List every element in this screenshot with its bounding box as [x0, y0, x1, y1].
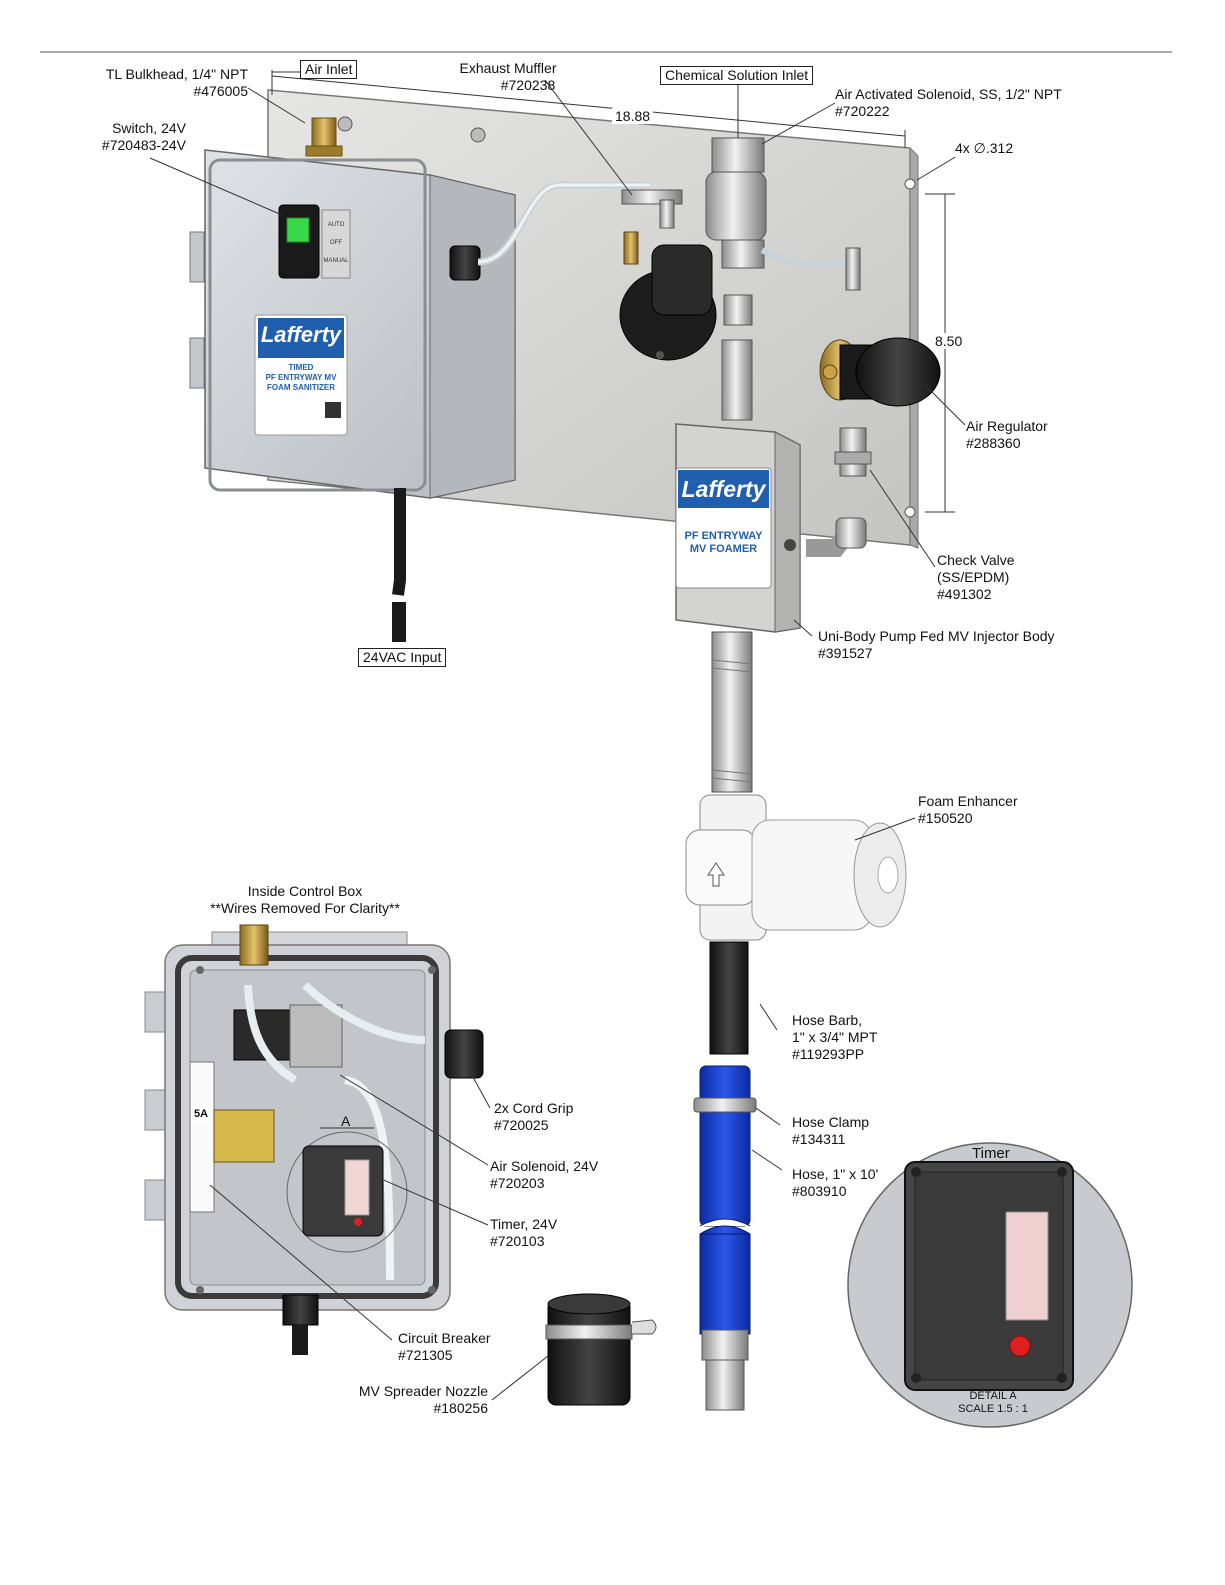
foam-enhancer [685, 794, 907, 941]
label-injector-body: Uni-Body Pump Fed MV Injector Body #3915… [818, 628, 1055, 661]
dimension-holes: 4x ∅.312 [952, 140, 1017, 157]
pipe-nipple [721, 339, 753, 421]
tl-bulkhead-fitting [305, 117, 343, 157]
control-box [189, 149, 516, 642]
label-hose-clamp: Hose Clamp #134311 [792, 1114, 870, 1147]
dimension-height-lines [925, 193, 955, 513]
mounting-hole [470, 127, 486, 143]
injector-product-name: PF ENTRYWAY MV FOAMER [684, 530, 763, 555]
label-chemical-solution-inlet: Chemical Solution Inlet [660, 66, 814, 85]
control-box-brand: Lafferty [260, 322, 342, 347]
spreader-nozzle [545, 1293, 657, 1406]
pipe-nipple-long [711, 631, 753, 793]
label-timer-24v: Timer, 24V #720103 [490, 1216, 558, 1249]
label-exhaust-muffler: Exhaust Muffler #720238 [459, 60, 557, 93]
dimension-width-lines [271, 70, 906, 148]
label-air-regulator: Air Regulator #288360 [966, 418, 1048, 451]
injector-brand: Lafferty [681, 476, 766, 502]
breaker-rating: 5A [194, 1106, 209, 1123]
label-timer-detail-title: Timer [972, 1145, 1010, 1162]
pipe-nipple [723, 294, 753, 326]
mounting-hole [904, 506, 916, 518]
exhaust-muffler [621, 189, 683, 265]
label-switch: Switch, 24V #720483-24V [101, 120, 186, 153]
air-tube-return [760, 247, 853, 268]
label-check-valve: Check Valve (SS/EPDM) #491302 [937, 552, 1015, 602]
label-24vac-input: 24VAC Input [358, 648, 447, 667]
label-circuit-breaker: Circuit Breaker #721305 [398, 1330, 491, 1363]
label-spreader-nozzle: MV Spreader Nozzle #180256 [358, 1383, 488, 1416]
detail-callout-letter: A [341, 1113, 351, 1129]
control-box-product-name: TIMED PF ENTRYWAY MV FOAM SANITIZER [265, 363, 337, 392]
label-hose: Hose, 1" x 10' #803910 [792, 1166, 879, 1199]
air-regulator [819, 337, 941, 407]
check-valve [806, 427, 872, 557]
label-air-inlet: Air Inlet [300, 60, 358, 79]
dimension-height: 8.50 [932, 333, 966, 349]
label-air-activated-solenoid: Air Activated Solenoid, SS, 1/2" NPT #72… [835, 86, 1062, 119]
label-air-solenoid-24v: Air Solenoid, 24V #720203 [490, 1158, 599, 1191]
hose [693, 1065, 757, 1411]
hose-barb [709, 941, 749, 1055]
timer-detail-circle [847, 1142, 1133, 1428]
mounting-hole [904, 178, 916, 190]
air-activated-solenoid [619, 137, 767, 361]
label-foam-enhancer: Foam Enhancer #150520 [918, 793, 1018, 826]
label-tl-bulkhead: TL Bulkhead, 1/4" NPT #476005 [105, 66, 248, 99]
mounting-hole [337, 116, 353, 132]
label-hose-barb: Hose Barb, 1" x 3/4" MPT #119293PP [792, 1012, 878, 1062]
dimension-width: 18.88 [612, 108, 654, 124]
hose-clamp [693, 1097, 757, 1113]
switch-position-labels: AUTO OFF MANUAL [323, 222, 349, 264]
label-detail-a: DETAIL A SCALE 1.5 : 1 [958, 1390, 1028, 1415]
label-inside-control-box: Inside Control Box **Wires Removed For C… [210, 883, 400, 916]
inside-control-box [144, 924, 484, 1355]
injector-body [675, 423, 801, 633]
leader-lines [149, 71, 966, 1401]
label-cord-grip: 2x Cord Grip #720025 [494, 1100, 574, 1133]
